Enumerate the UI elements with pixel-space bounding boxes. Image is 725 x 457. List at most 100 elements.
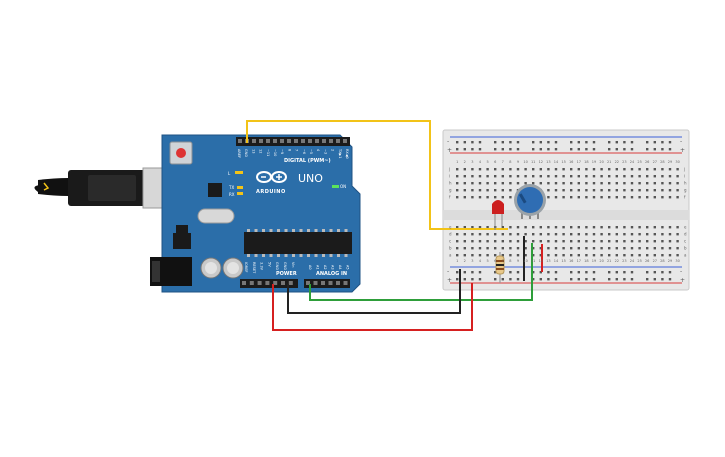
terminal-hole[interactable] — [623, 182, 626, 185]
terminal-hole[interactable] — [547, 226, 550, 229]
terminal-hole[interactable] — [630, 175, 634, 178]
terminal-hole[interactable] — [638, 247, 641, 250]
terminal-hole[interactable] — [554, 226, 558, 229]
arduino-uno-board[interactable] — [150, 134, 361, 293]
rail-hole[interactable] — [471, 271, 474, 274]
rail-hole[interactable] — [471, 148, 474, 151]
header-pin-hole[interactable] — [313, 281, 318, 285]
terminal-hole[interactable] — [524, 254, 527, 257]
terminal-hole[interactable] — [494, 254, 497, 257]
terminal-hole[interactable] — [646, 254, 649, 257]
terminal-hole[interactable] — [585, 247, 588, 250]
rail-hole[interactable] — [509, 278, 512, 281]
rail-hole[interactable] — [623, 148, 626, 151]
terminal-hole[interactable] — [501, 247, 504, 250]
terminal-hole[interactable] — [615, 240, 618, 243]
terminal-hole[interactable] — [463, 254, 466, 257]
terminal-hole[interactable] — [668, 226, 672, 229]
terminal-hole[interactable] — [471, 182, 474, 185]
rail-hole[interactable] — [661, 278, 664, 281]
terminal-hole[interactable] — [630, 189, 634, 192]
terminal-hole[interactable] — [494, 240, 497, 243]
terminal-hole[interactable] — [562, 196, 565, 199]
terminal-hole[interactable] — [532, 254, 535, 257]
rail-hole[interactable] — [478, 278, 482, 281]
terminal-hole[interactable] — [509, 175, 512, 178]
terminal-hole[interactable] — [608, 189, 611, 192]
terminal-hole[interactable] — [478, 175, 482, 178]
terminal-hole[interactable] — [608, 182, 611, 185]
terminal-hole[interactable] — [608, 196, 611, 199]
rail-hole[interactable] — [554, 271, 558, 274]
rail-hole[interactable] — [577, 271, 580, 274]
terminal-hole[interactable] — [592, 189, 596, 192]
rail-hole[interactable] — [630, 148, 634, 151]
terminal-hole[interactable] — [509, 182, 512, 185]
terminal-hole[interactable] — [600, 233, 603, 236]
rail-hole[interactable] — [516, 148, 520, 151]
terminal-hole[interactable] — [630, 254, 634, 257]
terminal-hole[interactable] — [600, 247, 603, 250]
analog-header[interactable] — [304, 279, 350, 288]
terminal-hole[interactable] — [570, 247, 573, 250]
terminal-hole[interactable] — [676, 226, 679, 229]
terminal-hole[interactable] — [486, 182, 489, 185]
terminal-hole[interactable] — [532, 226, 535, 229]
terminal-hole[interactable] — [524, 226, 527, 229]
rail-hole[interactable] — [494, 278, 497, 281]
rail-hole[interactable] — [494, 271, 497, 274]
rail-hole[interactable] — [661, 148, 664, 151]
header-pin-hole[interactable] — [306, 281, 310, 285]
terminal-hole[interactable] — [494, 247, 497, 250]
terminal-hole[interactable] — [463, 247, 466, 250]
rail-hole[interactable] — [463, 141, 466, 144]
terminal-hole[interactable] — [600, 175, 603, 178]
terminal-hole[interactable] — [638, 189, 641, 192]
header-pin-hole[interactable] — [281, 281, 285, 285]
terminal-hole[interactable] — [646, 247, 649, 250]
terminal-hole[interactable] — [608, 226, 611, 229]
terminal-hole[interactable] — [463, 226, 466, 229]
terminal-hole[interactable] — [570, 240, 573, 243]
terminal-hole[interactable] — [509, 254, 512, 257]
terminal-hole[interactable] — [638, 226, 641, 229]
terminal-hole[interactable] — [668, 254, 672, 257]
terminal-hole[interactable] — [509, 240, 512, 243]
terminal-hole[interactable] — [516, 240, 520, 243]
terminal-hole[interactable] — [592, 247, 596, 250]
rail-hole[interactable] — [516, 278, 520, 281]
header-pin-hole[interactable] — [242, 281, 246, 285]
terminal-hole[interactable] — [661, 233, 664, 236]
terminal-hole[interactable] — [577, 182, 580, 185]
terminal-hole[interactable] — [532, 182, 535, 185]
terminal-hole[interactable] — [676, 189, 679, 192]
terminal-hole[interactable] — [661, 240, 664, 243]
terminal-hole[interactable] — [608, 168, 611, 171]
rail-hole[interactable] — [516, 271, 520, 274]
terminal-hole[interactable] — [509, 247, 512, 250]
rail-hole[interactable] — [653, 148, 656, 151]
terminal-hole[interactable] — [630, 247, 634, 250]
rail-hole[interactable] — [630, 141, 634, 144]
terminal-hole[interactable] — [577, 254, 580, 257]
terminal-hole[interactable] — [516, 226, 520, 229]
terminal-hole[interactable] — [676, 247, 679, 250]
rail-hole[interactable] — [532, 141, 535, 144]
terminal-hole[interactable] — [592, 168, 596, 171]
terminal-hole[interactable] — [547, 196, 550, 199]
terminal-hole[interactable] — [592, 233, 596, 236]
terminal-hole[interactable] — [486, 189, 489, 192]
terminal-hole[interactable] — [456, 182, 459, 185]
terminal-hole[interactable] — [646, 240, 649, 243]
header-pin-hole[interactable] — [343, 139, 347, 143]
rail-hole[interactable] — [478, 148, 482, 151]
header-pin-hole[interactable] — [343, 281, 348, 285]
terminal-hole[interactable] — [478, 182, 482, 185]
wires[interactable] — [246, 120, 543, 331]
rail-hole[interactable] — [653, 278, 656, 281]
terminal-hole[interactable] — [638, 233, 641, 236]
terminal-hole[interactable] — [653, 226, 656, 229]
terminal-hole[interactable] — [478, 240, 482, 243]
terminal-hole[interactable] — [600, 226, 603, 229]
rail-hole[interactable] — [646, 271, 649, 274]
